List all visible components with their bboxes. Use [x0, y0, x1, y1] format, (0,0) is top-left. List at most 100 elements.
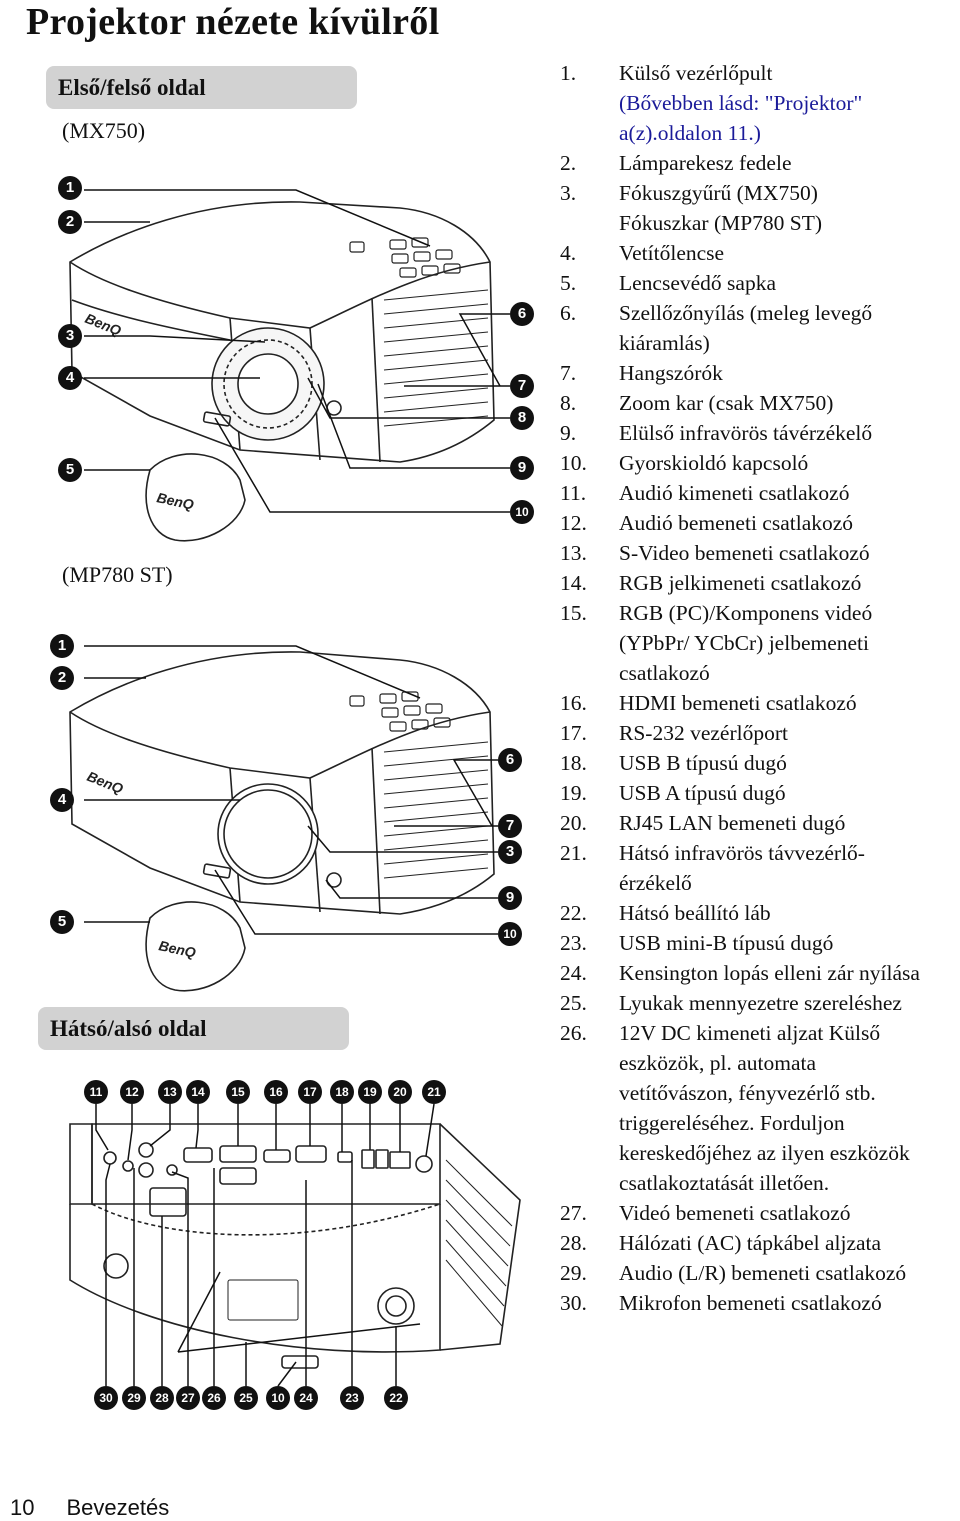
parts-list-text: érzékelő [619, 871, 692, 895]
callout-mp780-5: 5 [50, 910, 74, 934]
callout-rear-12: 12 [120, 1080, 144, 1104]
page-reference-link[interactable]: a(z).oldalon 11.) [619, 121, 761, 145]
parts-list-number: 1. [560, 61, 577, 85]
callout-rear-22: 22 [384, 1386, 408, 1410]
parts-list-item: 19. USB A típusú dugó [560, 778, 960, 808]
parts-list-item: 30. Mikrofon bemeneti csatlakozó [560, 1288, 960, 1318]
page-title: Projektor nézete kívülről [26, 1, 440, 43]
projector-illustrations: BenQ BenQ BenQ BenQ [69, 189, 521, 1387]
brand-logo-mx750-cap: BenQ [155, 489, 195, 512]
callout-mp780-7: 7 [498, 814, 522, 838]
parts-list-item: 14. RGB jelkimeneti csatlakozó [560, 568, 960, 598]
parts-list-number: 13. [560, 541, 587, 565]
parts-list-number: 6. [560, 301, 577, 325]
parts-list-text: USB mini-B típusú dugó [619, 931, 834, 955]
page-reference-link[interactable]: (Bővebben lásd: "Projektor" [619, 91, 863, 115]
callout-rear-16: 16 [264, 1080, 288, 1104]
parts-list-item: 20.RJ45 LAN bemeneti dugó [560, 808, 960, 838]
parts-list-number: 17. [560, 721, 587, 745]
page-number: 10 [10, 1495, 35, 1520]
callout-rear-23: 23 [340, 1386, 364, 1410]
callout-mp780-1: 1 [50, 634, 74, 658]
parts-list-item: 3. Fókuszgyűrű (MX750) Fókuszkar (MP780 ST… [560, 178, 960, 238]
callout-mx750-6: 6 [510, 302, 534, 326]
parts-list-item: 7.Hangszórók [560, 358, 960, 388]
callout-mp780-9: 9 [498, 886, 522, 910]
callout-mx750-3: 3 [58, 324, 82, 348]
callout-rear-30: 30 [94, 1386, 118, 1410]
parts-list-number: 3. [560, 181, 577, 205]
callout-rear-25: 25 [234, 1386, 258, 1410]
parts-list-text: Kensington lopás elleni zár nyílása [619, 961, 920, 985]
parts-list-text: vetítővászon, fényvezérlő stb. [619, 1081, 876, 1105]
parts-list-text: 12V DC kimeneti aljzat Külső [619, 1021, 881, 1045]
parts-list-number: 10. [560, 451, 587, 475]
parts-list-number: 8. [560, 391, 577, 415]
callout-mx750-10: 10 [510, 500, 534, 524]
callout-mp780-3: 3 [498, 840, 522, 864]
callout-mx750-5: 5 [58, 458, 82, 482]
callout-rear-26: 26 [202, 1386, 226, 1410]
parts-list-item: 12.Audió bemeneti csatlakozó [560, 508, 960, 538]
parts-list-text: Fókuszgyűrű (MX750) [619, 181, 818, 205]
parts-list-number: 21. [560, 841, 587, 865]
parts-list-item: 29.Audio (L/R) bemeneti csatlakozó [560, 1258, 960, 1288]
parts-list-text: triggereléséhez. Forduljon [619, 1111, 845, 1135]
parts-list-number: 18. [560, 751, 587, 775]
parts-list-text: eszközök, pl. automata [619, 1051, 817, 1075]
parts-list-item: 1.Külső vezérlőpult(Bővebben lásd: "Proj… [560, 58, 960, 148]
parts-list-item: 22.Hátsó beállító láb [560, 898, 960, 928]
parts-list-text: Fókuszkar (MP780 ST) [619, 211, 823, 235]
parts-list-text: RJ45 LAN bemeneti dugó [619, 811, 846, 835]
projector-rear-illustration [69, 1123, 521, 1369]
parts-list-number: 12. [560, 511, 587, 535]
parts-list-number: 2. [560, 151, 577, 175]
parts-list-text: Lámparekesz fedele [619, 151, 792, 175]
callout-rear-10: 10 [266, 1386, 290, 1410]
parts-list-number: 24. [560, 961, 587, 985]
model-label-mx750: (MX750) [62, 118, 146, 143]
parts-list-item: 25.Lyukak mennyezetre szereléshez [560, 988, 960, 1018]
callout-mp780-4: 4 [50, 788, 74, 812]
parts-list-text: Videó bemeneti csatlakozó [619, 1201, 851, 1225]
parts-list-text: Mikrofon bemeneti csatlakozó [619, 1291, 882, 1315]
callout-mx750-8: 8 [510, 406, 534, 430]
parts-list-text: Hátsó beállító láb [619, 901, 771, 925]
parts-list-item: 9.Elülső infravörös távérzékelő [560, 418, 960, 448]
callout-rear-15: 15 [226, 1080, 250, 1104]
leader-lines [84, 189, 510, 1387]
parts-list-number: 7. [560, 361, 577, 385]
parts-list-number: 16. [560, 691, 587, 715]
parts-list-text: csatlakoztatását illetően. [619, 1171, 830, 1195]
parts-list-text: S-Video bemeneti csatlakozó [619, 541, 870, 565]
parts-list-item: 13. S-Video bemeneti csatlakozó [560, 538, 960, 568]
parts-list-text: USB A típusú dugó [619, 781, 786, 805]
parts-list-item: 27.Videó bemeneti csatlakozó [560, 1198, 960, 1228]
parts-list-text: (YPbPr/ YCbCr) jelbemeneti [619, 631, 870, 655]
callout-rear-20: 20 [388, 1080, 412, 1104]
callout-mx750-7: 7 [510, 374, 534, 398]
callout-mp780-10: 10 [498, 922, 522, 946]
parts-list-text: RS-232 vezérlőport [619, 721, 788, 745]
parts-list-item: 11.Audió kimeneti csatlakozó [560, 478, 960, 508]
callout-mx750-1: 1 [58, 176, 82, 200]
parts-list-text: RGB (PC)/Komponens videó [619, 601, 873, 625]
parts-list-number: 14. [560, 571, 587, 595]
parts-list-number: 30. [560, 1291, 587, 1315]
callout-mx750-2: 2 [58, 210, 82, 234]
parts-list-text: Hálózati (AC) tápkábel aljzata [619, 1231, 882, 1255]
parts-list-item: 10.Gyorskioldó kapcsoló [560, 448, 960, 478]
parts-list-text: Zoom kar (csak MX750) [619, 391, 834, 415]
parts-list-text: kereskedőjéhez az ilyen eszközök [619, 1141, 910, 1165]
callout-rear-24: 24 [294, 1386, 318, 1410]
parts-list-text: Hátsó infravörös távvezérlő- [619, 841, 865, 865]
parts-list-number: 19. [560, 781, 587, 805]
parts-list-text: RGB jelkimeneti csatlakozó [619, 571, 862, 595]
callout-mx750-9: 9 [510, 456, 534, 480]
callout-rear-27: 27 [176, 1386, 200, 1410]
callout-rear-13: 13 [158, 1080, 182, 1104]
parts-list-number: 28. [560, 1231, 587, 1255]
parts-list-item: 18.USB B típusú dugó [560, 748, 960, 778]
